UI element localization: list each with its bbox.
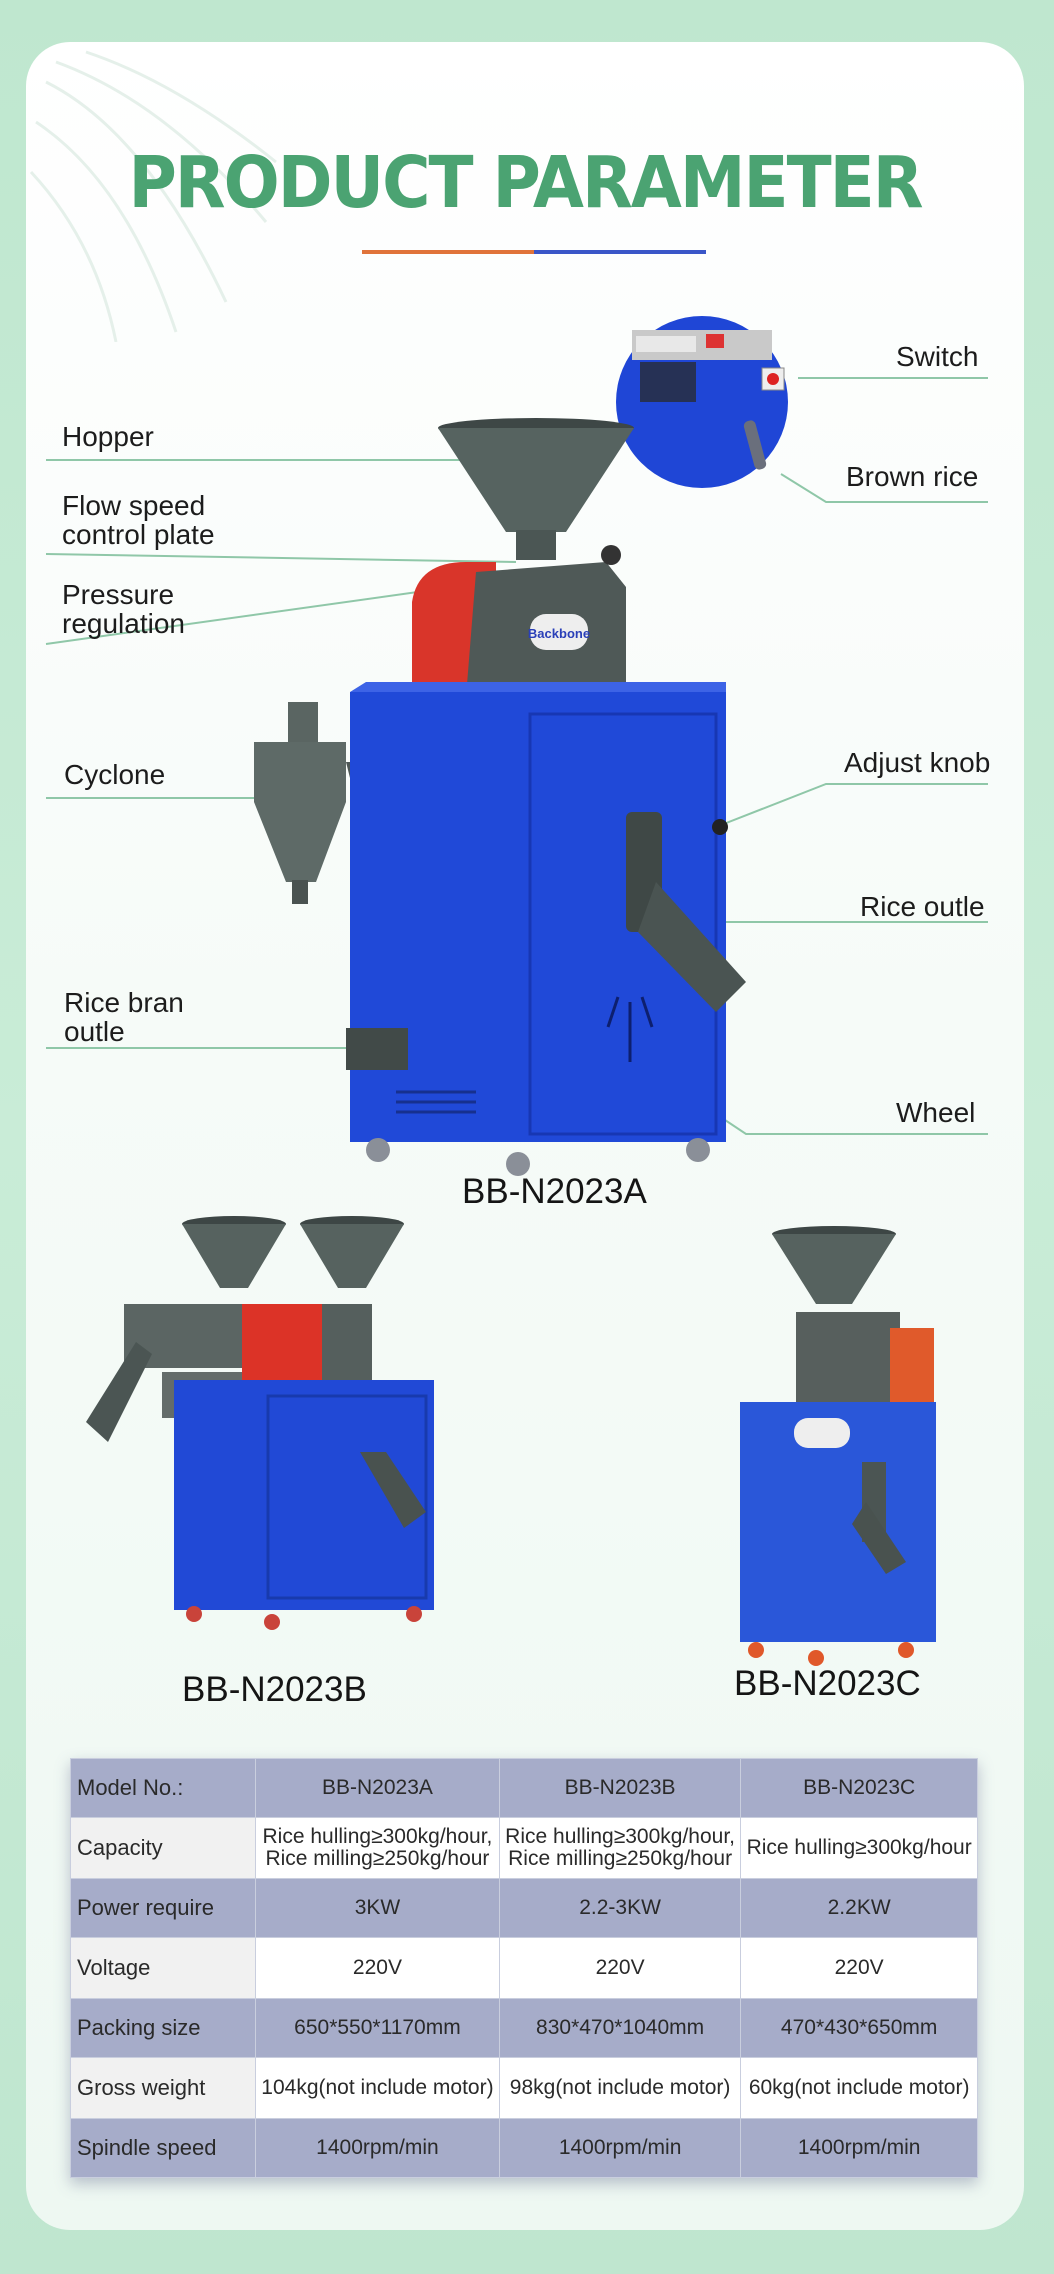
title-underline-blue	[534, 250, 706, 254]
table-row-label: Capacity	[70, 1816, 256, 1880]
callout-cyclone: Cyclone	[64, 759, 166, 790]
table-header-cell: BB-N2023B	[498, 1758, 742, 1818]
table-cell: 220V	[740, 1936, 978, 2000]
table-cell-line: Rice hulling≥300kg/hour,	[505, 1824, 736, 1848]
machine-bb-n2023a-image: Backbone	[254, 418, 746, 1176]
table-cell: 3KW	[255, 1878, 500, 1938]
table-cell: 650*550*1170mm	[255, 1998, 500, 2058]
callout-pressure: Pressure regulation	[62, 580, 185, 638]
table-cell: 1400rpm/min	[498, 2118, 742, 2178]
table-cell: 1400rpm/min	[255, 2118, 500, 2178]
switch-detail-inset	[616, 316, 788, 488]
callout-flow-speed-line1: Flow speed	[62, 490, 206, 521]
table-row: Voltage 220V 220V 220V	[70, 1936, 978, 2000]
machine-bb-n2023c-image	[740, 1226, 936, 1666]
content-card: PRODUCT PARAMETER	[26, 42, 1024, 2230]
model-label-c: BB-N2023C	[734, 1664, 921, 1703]
table-cell: Rice hulling≥300kg/hour, Rice milling≥25…	[255, 1816, 500, 1880]
brand-logo: Backbone	[528, 626, 590, 641]
table-row-label: Spindle speed	[70, 2118, 256, 2178]
table-row: Packing size 650*550*1170mm 830*470*1040…	[70, 1998, 978, 2058]
callout-rice-bran: Rice bran outle	[64, 988, 184, 1046]
callout-hopper: Hopper	[62, 421, 154, 452]
model-label-b: BB-N2023B	[182, 1670, 367, 1709]
callout-flow-speed: Flow speed control plate	[62, 491, 215, 549]
callout-switch: Switch	[896, 341, 979, 372]
table-row: Spindle speed 1400rpm/min 1400rpm/min 14…	[70, 2118, 978, 2178]
callout-pressure-line1: Pressure	[62, 579, 175, 610]
table-cell: 104kg(not include motor)	[255, 2056, 500, 2120]
leader-lines	[45, 377, 988, 1135]
table-row: Capacity Rice hulling≥300kg/hour, Rice m…	[70, 1816, 978, 1880]
table-cell: 2.2KW	[740, 1878, 978, 1938]
product-illustrations: Backbone	[45, 316, 988, 1666]
table-row-label: Packing size	[70, 1998, 256, 2058]
table-cell: 830*470*1040mm	[498, 1998, 742, 2058]
table-header-cell: Model No.:	[70, 1758, 256, 1818]
table-header-row: Model No.: BB-N2023A BB-N2023B BB-N2023C	[70, 1758, 978, 1818]
table-row-label: Power require	[70, 1878, 256, 1938]
page-title: PRODUCT PARAMETER	[128, 140, 923, 225]
table-row: Gross weight 104kg(not include motor) 98…	[70, 2056, 978, 2120]
model-label-a: BB-N2023A	[462, 1172, 647, 1211]
table-cell: 220V	[498, 1936, 742, 2000]
callout-rice-bran-line2: outle	[64, 1016, 125, 1047]
table-row: Power require 3KW 2.2-3KW 2.2KW	[70, 1878, 978, 1938]
callout-adjust-knob: Adjust knob	[844, 747, 991, 778]
callout-pressure-line2: regulation	[62, 608, 185, 639]
table-cell: Rice hulling≥300kg/hour, Rice milling≥25…	[498, 1816, 742, 1880]
table-cell: 60kg(not include motor)	[740, 2056, 978, 2120]
table-cell-line: Rice milling≥250kg/hour	[265, 1846, 490, 1870]
table-header-cell: BB-N2023A	[255, 1758, 500, 1818]
callout-wheel: Wheel	[896, 1097, 976, 1128]
table-row-label: Voltage	[70, 1936, 256, 2000]
table-cell: 1400rpm/min	[740, 2118, 978, 2178]
machine-bb-n2023b-image	[86, 1216, 434, 1630]
callout-rice-outle: Rice outle	[860, 891, 985, 922]
callout-rice-bran-line1: Rice bran	[64, 987, 184, 1018]
title-underline-orange	[362, 250, 534, 254]
parameter-table: Model No.: BB-N2023A BB-N2023B BB-N2023C…	[70, 1758, 978, 2178]
table-row-label: Gross weight	[70, 2056, 256, 2120]
palm-leaf-decoration	[29, 50, 277, 342]
table-cell-line: Rice hulling≥300kg/hour,	[262, 1824, 493, 1848]
table-cell: Rice hulling≥300kg/hour	[740, 1816, 978, 1880]
table-cell: 470*430*650mm	[740, 1998, 978, 2058]
callout-flow-speed-line2: control plate	[62, 519, 215, 550]
callout-brown-rice: Brown rice	[846, 461, 979, 492]
table-header-cell: BB-N2023C	[740, 1758, 978, 1818]
table-cell: 98kg(not include motor)	[498, 2056, 742, 2120]
table-cell-line: Rice milling≥250kg/hour	[508, 1846, 733, 1870]
table-cell: 2.2-3KW	[498, 1878, 742, 1938]
table-cell: 220V	[255, 1936, 500, 2000]
